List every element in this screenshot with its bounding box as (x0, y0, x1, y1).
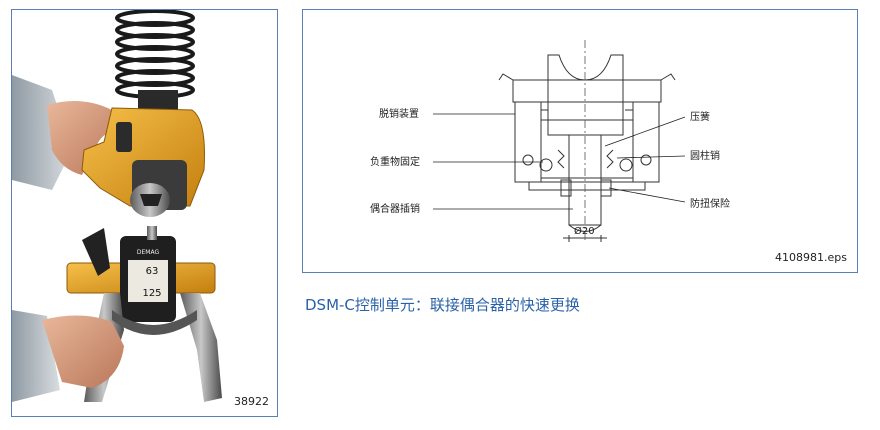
lower-lever (82, 228, 110, 276)
label-cylinder-pin: 圆柱销 (690, 149, 720, 162)
diagram-file-id: 4108981.eps (775, 251, 847, 264)
lower-hand (42, 315, 124, 388)
rating-value-bottom: 125 (142, 288, 161, 299)
label-release-device: 脱销装置 (379, 107, 419, 120)
coupler-diagram: 脱销装置 负重物固定 偶合器插销 压簧 圆柱销 防扭保险 Ø20 (370, 40, 730, 242)
brand-label: DEMAG (137, 249, 160, 256)
right-gripper-arm (180, 293, 222, 402)
rating-value-top: 63 (146, 266, 159, 277)
label-diameter: Ø20 (574, 225, 595, 237)
diagram-panel: 脱销装置 负重物固定 偶合器插销 压簧 圆柱销 防扭保险 Ø20 4108981… (302, 9, 858, 273)
label-load-lock: 负重物固定 (370, 155, 420, 168)
label-spring: 压簧 (690, 110, 710, 123)
label-coupler-pin: 偶合器插销 (370, 202, 420, 215)
diagram-drawing (498, 54, 676, 242)
leader-lines (433, 113, 686, 210)
figure-caption: DSM-C控制单元：联接偶合器的快速更换 (305, 296, 580, 314)
cable-joint (138, 90, 178, 110)
upper-coupler-slot (140, 194, 162, 206)
photo-panel: DEMAG 63 125 38922 (11, 9, 278, 417)
label-anti-twist: 防扭保险 (690, 197, 730, 210)
gripper-link (112, 310, 197, 335)
rating-plate (128, 260, 168, 302)
upper-sleeve (12, 75, 72, 190)
upper-control-button (116, 122, 132, 152)
upper-hand (47, 101, 122, 175)
product-photo: DEMAG 63 125 (12, 10, 222, 402)
control-unit-pin (147, 226, 157, 240)
coil-cable (115, 10, 195, 99)
photo-id: 38922 (234, 395, 269, 408)
